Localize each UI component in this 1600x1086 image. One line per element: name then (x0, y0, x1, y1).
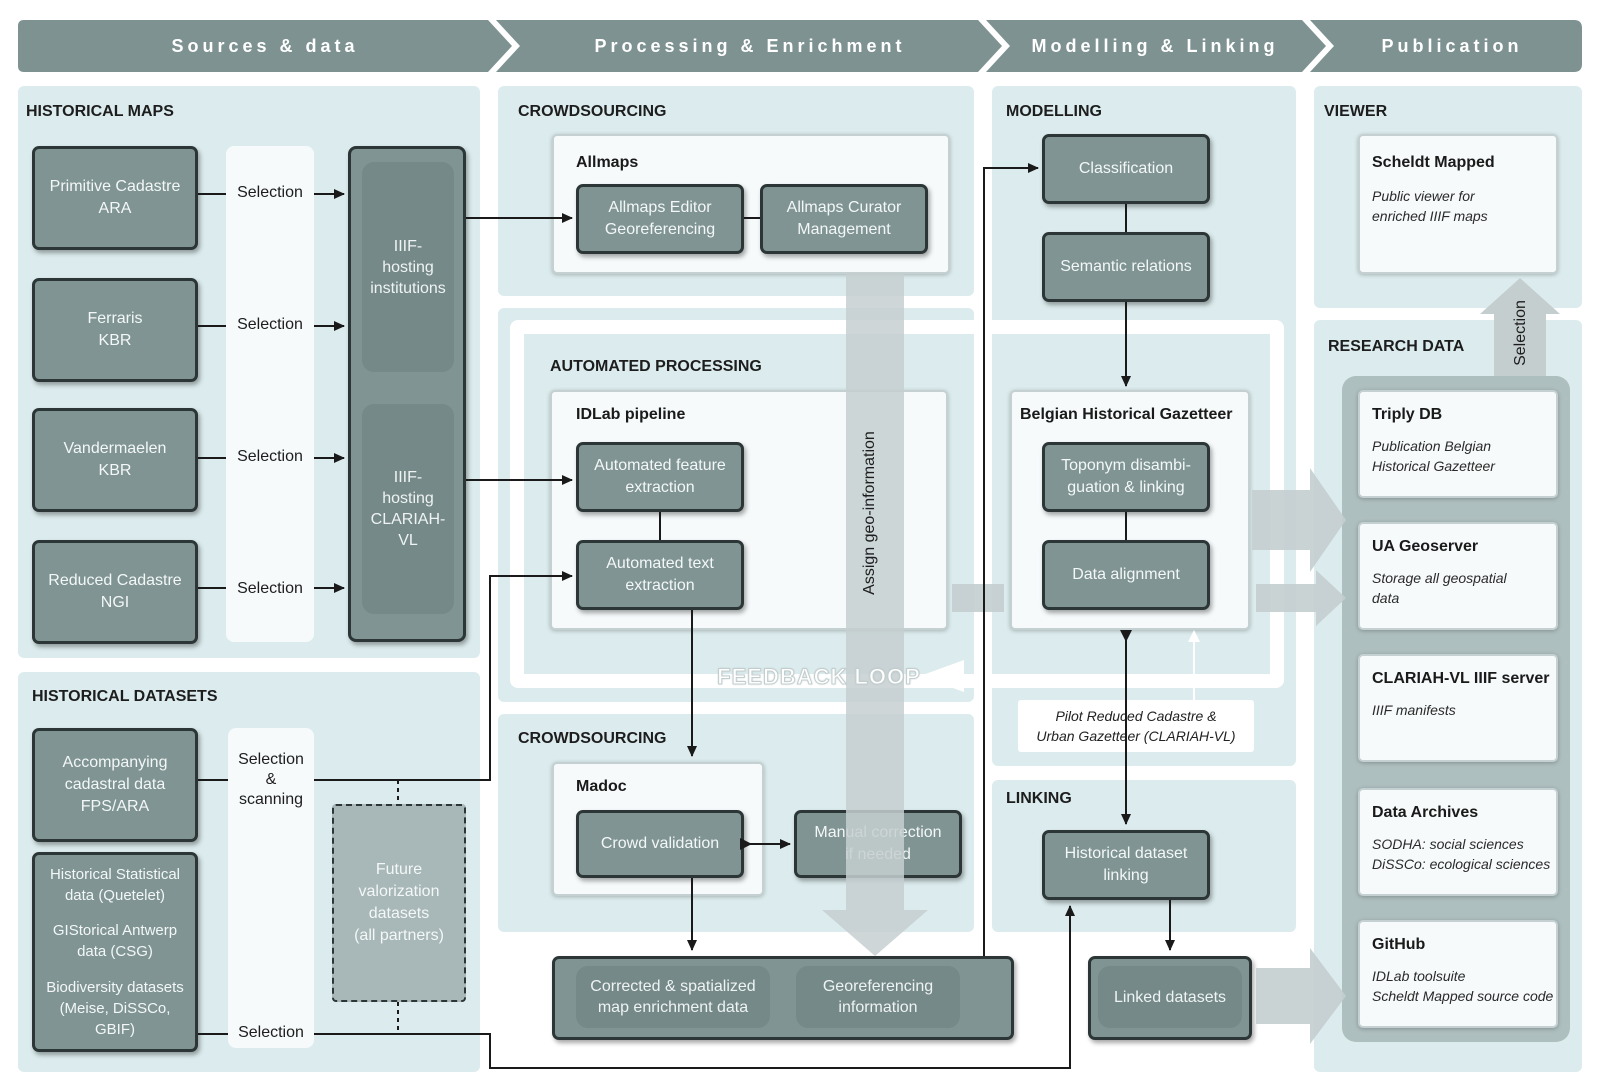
selection-scanning-label: Selection & scanning (238, 751, 304, 808)
assign-geo-label: Assign geo-information (861, 431, 878, 595)
allmaps-title: Allmaps (576, 154, 639, 171)
stage-processing-label: Processing & Enrichment (594, 35, 906, 56)
publication-card-sub: Storage all geospatial data (1372, 568, 1507, 608)
stage-header-bar (18, 20, 1582, 72)
publication-card-sub-line: DiSSCo: ecological sciences (1372, 856, 1551, 872)
selection-vertical-label: Selection (1512, 300, 1529, 366)
classification-node: Classification (1042, 134, 1210, 204)
publication-card-sub-line: IDLab toolsuite (1372, 968, 1466, 984)
stage-sources-label: Sources & data (171, 35, 359, 56)
publication-card-sub-line: Historical Gazetteer (1372, 458, 1495, 474)
stage-arrow-modelling (986, 20, 1326, 72)
crowdsourcing-title-top: CROWDSOURCING (518, 103, 667, 120)
publication-card-sub-line: IIIF manifests (1372, 702, 1456, 718)
selection-column-datasets (228, 728, 314, 1048)
madoc-title: Madoc (576, 778, 627, 795)
accompanying-cadastral-data: Accompanying cadastral data FPS/ARA (32, 728, 198, 842)
publication-card-sub: IIIF manifests (1372, 700, 1456, 720)
toponym-disambiguation: Toponym disambi-guation & linking (1042, 442, 1210, 512)
idlab-pipeline-title: IDLab pipeline (576, 406, 686, 423)
historical-maps-title: HISTORICAL MAPS (26, 103, 174, 120)
publication-card-sub-line: SODHA: social sciences (1372, 836, 1524, 852)
selection-label-biodiversity: Selection (238, 1024, 304, 1041)
publication-card-sub-line: Scheldt Mapped source code (1372, 988, 1554, 1004)
historical-datasets-title: HISTORICAL DATASETS (32, 688, 218, 705)
publication-card-title: GitHub (1372, 936, 1426, 953)
publication-card-title: UA Geoserver (1372, 538, 1479, 555)
pilot-caption: Pilot Reduced Cadastre &Urban Gazetteer … (1018, 700, 1254, 752)
selection-label-3: Selection (237, 448, 303, 465)
feedback-loop-label: FEEDBACK LOOP (717, 664, 921, 690)
publication-card-title: Data Archives (1372, 804, 1479, 821)
scheldt-mapped-card (1358, 134, 1558, 274)
selection-label-2: Selection (237, 316, 303, 333)
selection-label-1: Selection (237, 184, 303, 201)
selection-column-maps (226, 146, 314, 642)
viewer-title: VIEWER (1324, 103, 1388, 120)
crowd-validation: Crowd validation (576, 810, 744, 878)
publication-card-sub-line: data (1372, 590, 1400, 606)
scheldt-mapped-title: Scheldt Mapped (1372, 154, 1495, 171)
research-data-title: RESEARCH DATA (1328, 338, 1465, 355)
data-alignment-node: Data alignment (1042, 540, 1210, 610)
publication-card-title: CLARIAH-VL IIIF server (1372, 670, 1550, 687)
stage-arrow-processing (496, 20, 1002, 72)
stage-arrow-sources (18, 20, 512, 72)
stage-publication-label: Publication (1381, 35, 1523, 56)
selection-label-4: Selection (237, 580, 303, 597)
publication-card-sub-line: Publication Belgian (1372, 438, 1492, 454)
iiif-hosting-institutions: IIIF- hosting institutions (362, 162, 454, 372)
publication-card-sub-line: Storage all geospatial (1372, 570, 1507, 586)
stage-modelling-label: Modelling & Linking (1031, 35, 1279, 56)
crowdsourcing-title-bottom: CROWDSOURCING (518, 730, 667, 747)
future-valorization-datasets: Future valorization datasets (all partne… (332, 804, 466, 1002)
stage-arrow-publication (1310, 20, 1582, 72)
publication-card-title: Triply DB (1372, 406, 1443, 423)
gazetteer-title: Belgian Historical Gazetteer (1020, 406, 1233, 423)
modelling-title: MODELLING (1006, 103, 1102, 120)
semantic-relations-node: Semantic relations (1042, 232, 1210, 302)
linked-datasets: Linked datasets (1098, 966, 1242, 1028)
iiif-hosting-clariah: IIIF- hosting CLARIAH-VL (362, 404, 454, 614)
dataset-biodiversity: Biodiversity datasets(Meise, DiSSCo, GBI… (46, 978, 184, 1038)
automated-processing-title: AUTOMATED PROCESSING (550, 358, 762, 375)
linking-title: LINKING (1006, 790, 1072, 807)
